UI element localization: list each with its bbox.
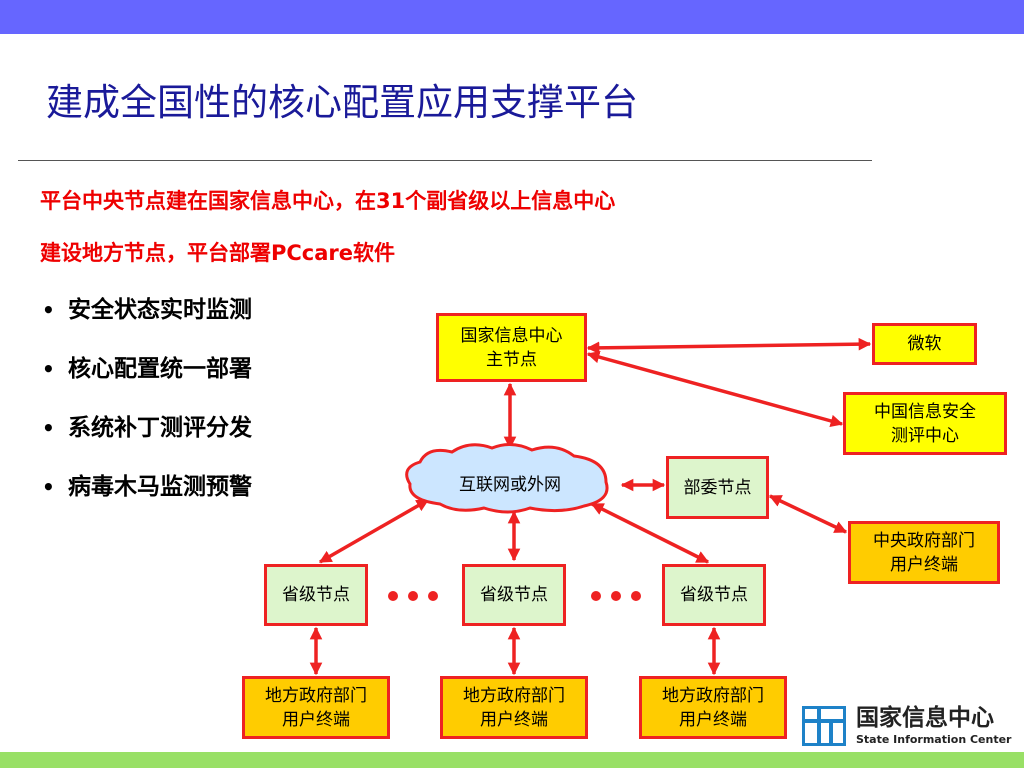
bullet-marker: • [42, 416, 55, 440]
province-node-box: 省级节点 [662, 564, 766, 626]
province-node-box: 省级节点 [462, 564, 566, 626]
intro-line-1: 平台中央节点建在国家信息中心，在31个副省级以上信息中心 [40, 189, 616, 213]
arrow-cloud-province-right [590, 502, 710, 564]
local-terminal-line-1: 地方政府部门 [463, 685, 565, 706]
province-node-label: 省级节点 [680, 585, 748, 605]
feature-text: 安全状态实时监测 [68, 297, 252, 323]
bullet-marker: • [42, 475, 55, 499]
feature-item: • 病毒木马监测预警 [40, 469, 252, 528]
central-terminal-box: 中央政府部门 用户终端 [848, 521, 1000, 584]
feature-item: • 核心配置统一部署 [40, 351, 252, 410]
central-terminal-line-2: 用户终端 [890, 554, 958, 575]
province-node-box: 省级节点 [264, 564, 368, 626]
cloud-label-box: 互联网或外网 [420, 470, 600, 500]
main-node-line-2: 主节点 [486, 349, 537, 370]
feature-item: • 安全状态实时监测 [40, 292, 252, 351]
cloud-label: 互联网或外网 [459, 475, 561, 495]
local-terminal-line-1: 地方政府部门 [662, 685, 764, 706]
ellipsis-right [591, 591, 641, 601]
security-center-line-2: 测评中心 [891, 425, 959, 446]
local-terminal-line-2: 用户终端 [679, 709, 747, 730]
main-node-box: 国家信息中心 主节点 [436, 313, 587, 382]
local-terminal-line-2: 用户终端 [282, 709, 350, 730]
microsoft-box: 微软 [872, 323, 977, 365]
microsoft-label: 微软 [907, 334, 942, 354]
arrow-cloud-province-left [318, 498, 430, 564]
ellipsis-left [388, 591, 438, 601]
title-divider [18, 160, 872, 161]
feature-item: • 系统补丁测评分发 [40, 410, 252, 469]
province-node-label: 省级节点 [480, 585, 548, 605]
local-terminal-box: 地方政府部门 用户终端 [440, 676, 588, 739]
security-center-box: 中国信息安全 测评中心 [843, 392, 1007, 455]
slide-title: 建成全国性的核心配置应用支撑平台 [46, 81, 638, 124]
intro-line-2: 建设地方节点，平台部署PCcare软件 [40, 241, 396, 265]
feature-text: 系统补丁测评分发 [68, 415, 252, 441]
ministry-node-label: 部委节点 [683, 477, 752, 498]
local-terminal-box: 地方政府部门 用户终端 [639, 676, 787, 739]
bullet-marker: • [42, 357, 55, 381]
cloud-shape [405, 443, 609, 514]
feature-list: • 安全状态实时监测 • 核心配置统一部署 • 系统补丁测评分发 • 病毒木马监测预警 [40, 292, 252, 528]
arrow-main-microsoft [586, 337, 872, 355]
main-node-line-1: 国家信息中心 [460, 325, 563, 346]
bullet-marker: • [42, 298, 55, 322]
feature-text: 病毒木马监测预警 [68, 474, 252, 500]
logo-name-cn: 国家信息中心 [856, 705, 994, 731]
local-terminal-box: 地方政府部门 用户终端 [242, 676, 390, 739]
top-banner [0, 0, 1024, 34]
central-terminal-line-1: 中央政府部门 [873, 530, 975, 551]
local-terminal-line-1: 地方政府部门 [265, 685, 367, 706]
security-center-line-1: 中国信息安全 [874, 401, 976, 422]
state-information-center-logo-icon [802, 706, 846, 746]
local-terminal-line-2: 用户终端 [480, 709, 548, 730]
province-node-label: 省级节点 [282, 585, 350, 605]
arrow-main-security [586, 350, 844, 428]
bottom-banner [0, 752, 1024, 768]
ministry-node-box: 部委节点 [666, 456, 769, 519]
feature-text: 核心配置统一部署 [68, 356, 252, 382]
logo-name-en: State Information Center [856, 733, 1012, 746]
arrow-ministry-central [768, 494, 848, 534]
